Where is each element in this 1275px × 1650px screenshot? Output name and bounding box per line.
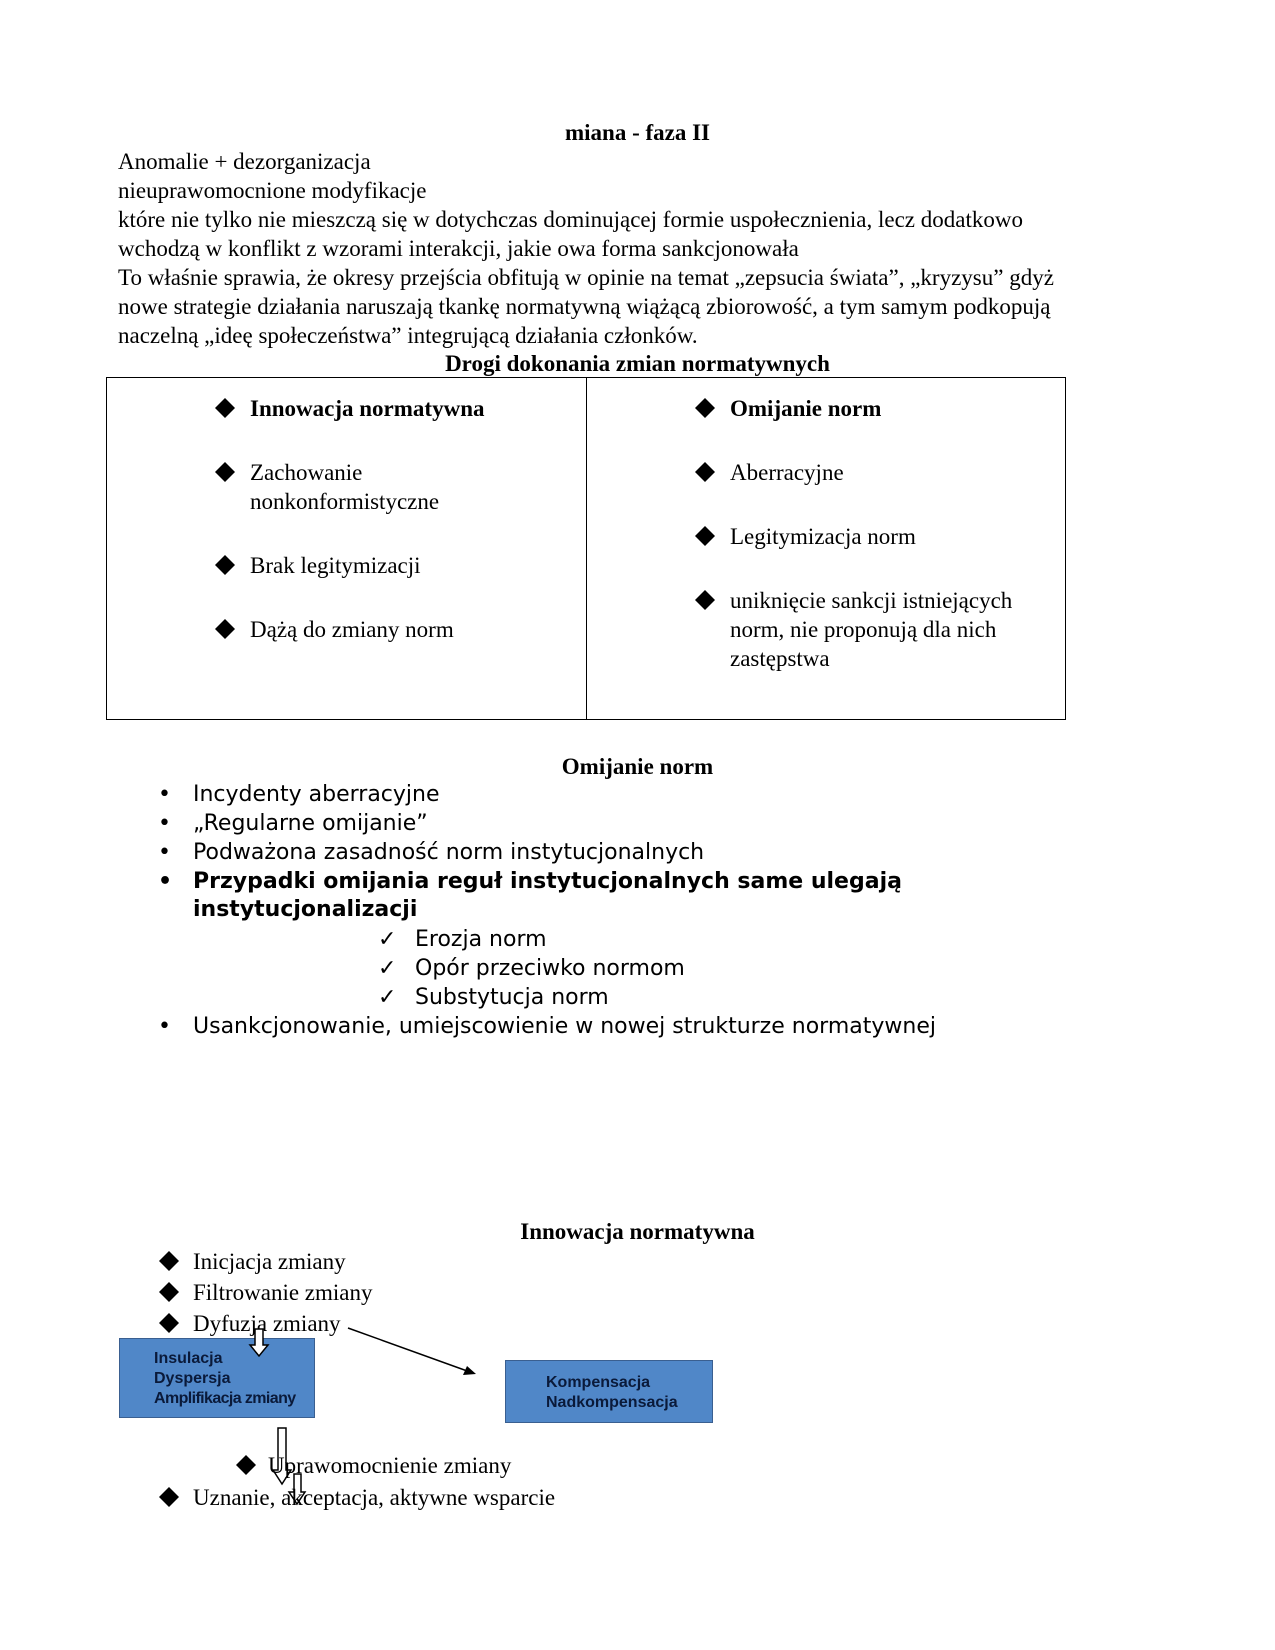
diamond-bullet-icon [158,1250,180,1272]
intro-line: naczelną „ideę społeczeństwa” integrując… [118,323,698,348]
bullet-icon: • [158,782,171,807]
bullet-icon: • [158,1014,171,1039]
down-arrow-icon [271,1427,293,1486]
diamond-bullet-icon [694,397,716,419]
diamond-bullet-icon [694,525,716,547]
section-title-omijanie: Omijanie norm [561,754,714,779]
diagram-box-right: Kompensacja Nadkompensacja [505,1360,713,1423]
diamond-bullet-icon [694,461,716,483]
diamond-bullet-icon [214,554,236,576]
intro-line: które nie tylko nie mieszczą się w dotyc… [118,207,1023,232]
down-arrow-icon [248,1328,270,1358]
section-title-innowacja: Innowacja normatywna [520,1219,755,1244]
diamond-bullet-icon [235,1454,257,1476]
bullet-icon: • [158,811,171,836]
bullet-icon: • [158,840,171,865]
intro-line: nieuprawomocnione modyfikacje [118,178,427,203]
diamond-bullet-icon [214,461,236,483]
intro-line: To właśnie sprawia, że okresy przejścia … [118,265,1054,290]
page-title: miana - faza II [564,120,711,145]
check-icon: ✓ [378,956,397,981]
diamond-bullet-icon [214,618,236,640]
intro-paragraph: Anomalie + dezorganizacja nieuprawomocni… [118,147,1158,350]
down-arrow-icon [287,1473,307,1506]
intro-line: wchodzą w konflikt z wzorami interakcji,… [118,236,799,261]
intro-line: Anomalie + dezorganizacja [118,149,371,174]
table-divider [586,377,587,720]
diamond-bullet-icon [214,397,236,419]
diamond-bullet-icon [694,589,716,611]
diamond-bullet-icon [158,1312,180,1334]
diamond-bullet-icon [158,1281,180,1303]
diagram-box-left: Insulacja Dyspersja Amplifikacja zmiany [119,1338,315,1418]
intro-line: nowe strategie działania naruszają tkank… [118,294,1051,319]
check-icon: ✓ [378,927,397,952]
bullet-icon: • [158,869,173,894]
table-title: Drogi dokonania zmian normatywnych [445,351,830,376]
check-icon: ✓ [378,985,397,1010]
diamond-bullet-icon [158,1486,180,1508]
diagonal-arrow-icon [347,1327,476,1375]
